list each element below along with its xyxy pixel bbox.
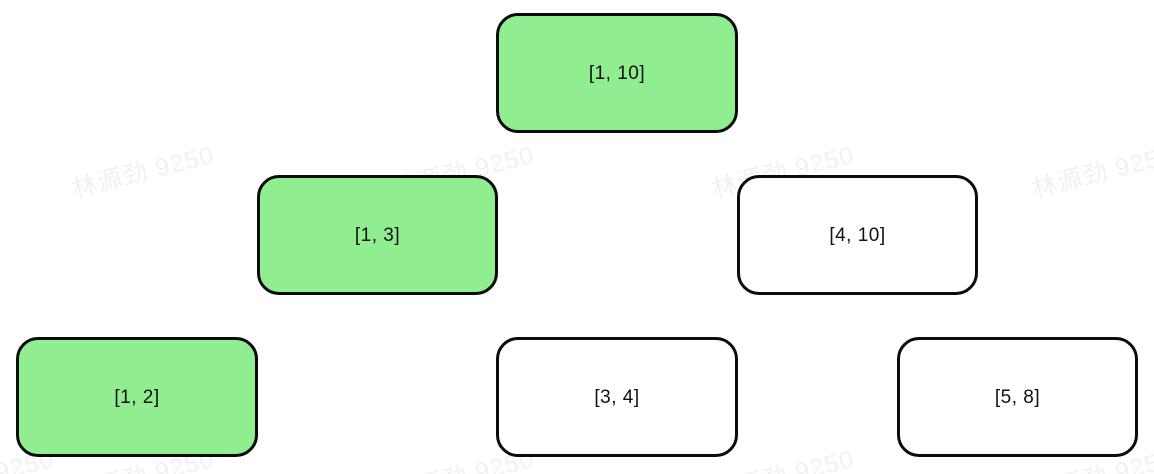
tree-node-1-3[interactable]: [1, 3] bbox=[257, 175, 498, 295]
tree-node-1-10[interactable]: [1, 10] bbox=[496, 13, 738, 133]
watermark-tile: 林源劲 9250 bbox=[1029, 141, 1154, 204]
tree-node-label: [5, 8] bbox=[994, 386, 1041, 408]
tree-node-label: [1, 2] bbox=[114, 386, 160, 408]
tree-node-label: [4, 10] bbox=[829, 224, 886, 246]
watermark-tile: 林源劲 9250 bbox=[69, 141, 218, 204]
tree-node-1-2[interactable]: [1, 2] bbox=[16, 337, 258, 457]
tree-node-label: [3, 4] bbox=[594, 386, 640, 408]
tree-node-5-8[interactable]: [5, 8] bbox=[897, 337, 1138, 457]
tree-node-label: [1, 3] bbox=[354, 224, 401, 246]
tree-node-3-4[interactable]: [3, 4] bbox=[496, 337, 738, 457]
tree-node-4-10[interactable]: [4, 10] bbox=[737, 175, 978, 295]
tree-node-label: [1, 10] bbox=[588, 62, 646, 84]
